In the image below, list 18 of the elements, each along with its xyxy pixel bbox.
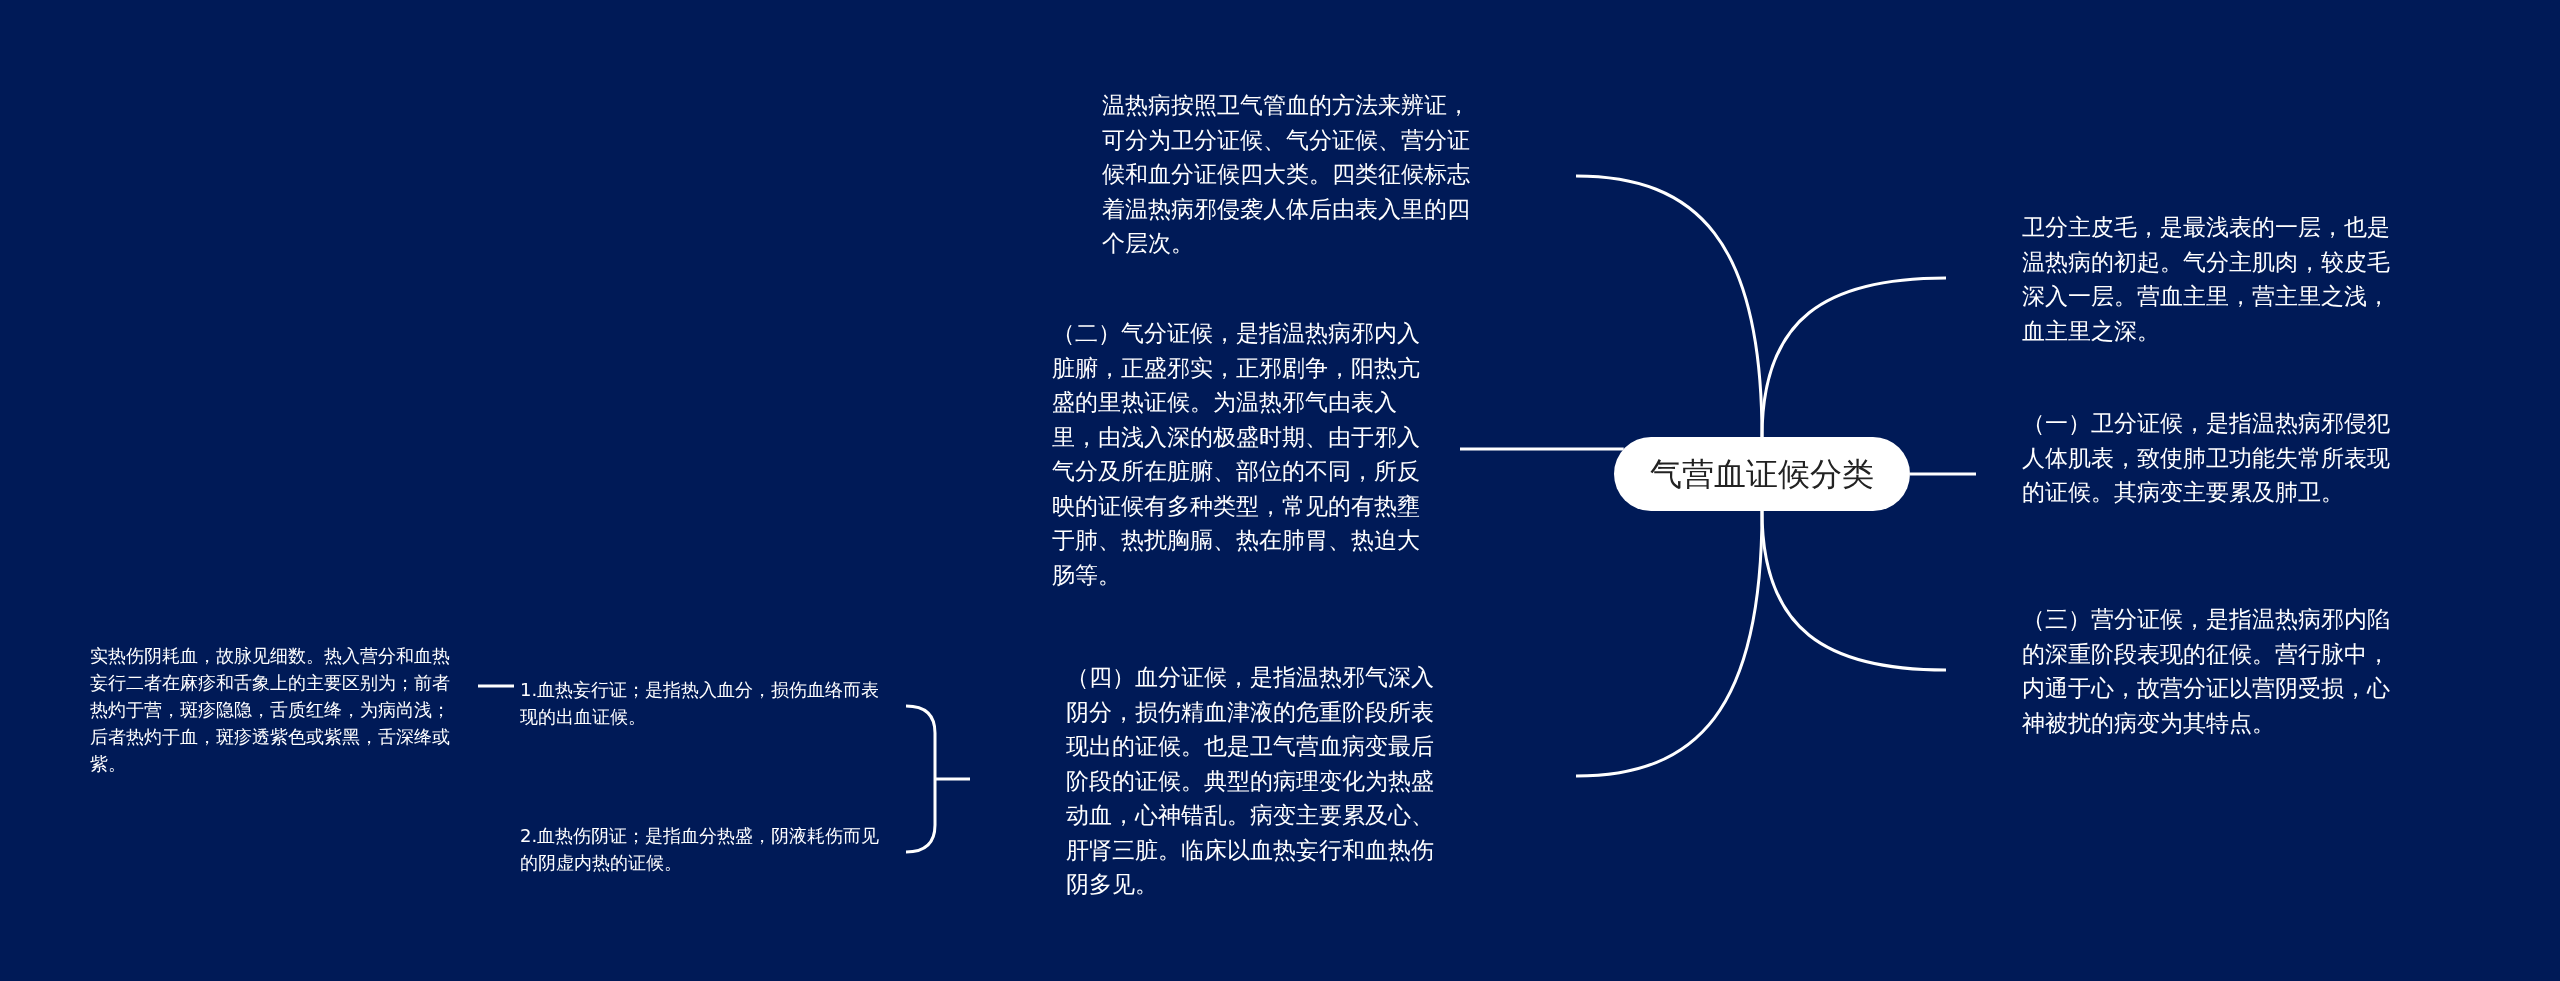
central-topic-pill: 气营血证候分类 <box>1614 437 1910 511</box>
bracket-connector <box>904 704 972 854</box>
topic-text: 1.血热妄行证；是指热入血分，损伤血络而表现的出血证候。 <box>519 678 881 729</box>
topic-text: （二）气分证候，是指温热病邪内入脏腑，正盛邪实，正邪剧争，阳热亢盛的里热证候。为温热邪气由表入里，由浅入深的极盛时期、由于邪入气分及所在脏腑、部位的不同，所反映的证候有多种类型，常见的有热壅于肺、热扰胸膈、热在肺胃、热迫大肠等。 <box>1051 319 1421 590</box>
connector-line <box>1760 510 1947 672</box>
connector-line <box>1575 510 1764 778</box>
topic-text: （四）血分证候，是指温热邪气深入阴分，损伤精血津液的危重阶段所表现出的证候。也是卫气营血病变最后阶段的证候。典型的病理变化为热盛动血，心神错乱。病变主要累及心、肝肾三脏。临床以血热妄行和血热伤阴多见。 <box>1065 663 1435 899</box>
topic-text: 温热病按照卫气管血的方法来辨证，可分为卫分证候、气分证候、营分证候和血分证候四大类。四类征候标志着温热病邪侵袭人体后由表入里的四个层次。 <box>1101 91 1471 258</box>
connector-line <box>1910 472 1976 476</box>
topic-text: （三）营分证候，是指温热病邪内陷的深重阶段表现的征候。营行脉中，内通于心，故营分证以营阴受损，心神被扰的病变为其特点。 <box>2021 605 2391 738</box>
topic-text: （一）卫分证候，是指温热病邪侵犯人体肌表，致使肺卫功能失常所表现的证候。其病变主要累及肺卫。 <box>2021 409 2391 507</box>
topic-text: 实热伤阴耗血，故脉见细数。热入营分和血热妄行二者在麻疹和舌象上的主要区别为；前者热灼于营，斑疹隐隐，舌质红绛，为病尚浅；后者热灼于血，斑疹透紫色或紫黑，舌深绛或紫。 <box>89 644 451 776</box>
connector-line <box>1460 447 1624 451</box>
connector-line <box>1575 174 1764 438</box>
connector-line <box>1760 276 1947 438</box>
connector-line <box>478 684 514 688</box>
topic-text: 2.血热伤阴证；是指血分热盛，阴液耗伤而见的阴虚内热的证候。 <box>519 824 881 875</box>
topic-text: 卫分主皮毛，是最浅表的一层，也是温热病的初起。气分主肌肉，较皮毛深入一层。营血主里，营主里之浅，血主里之深。 <box>2021 213 2391 346</box>
